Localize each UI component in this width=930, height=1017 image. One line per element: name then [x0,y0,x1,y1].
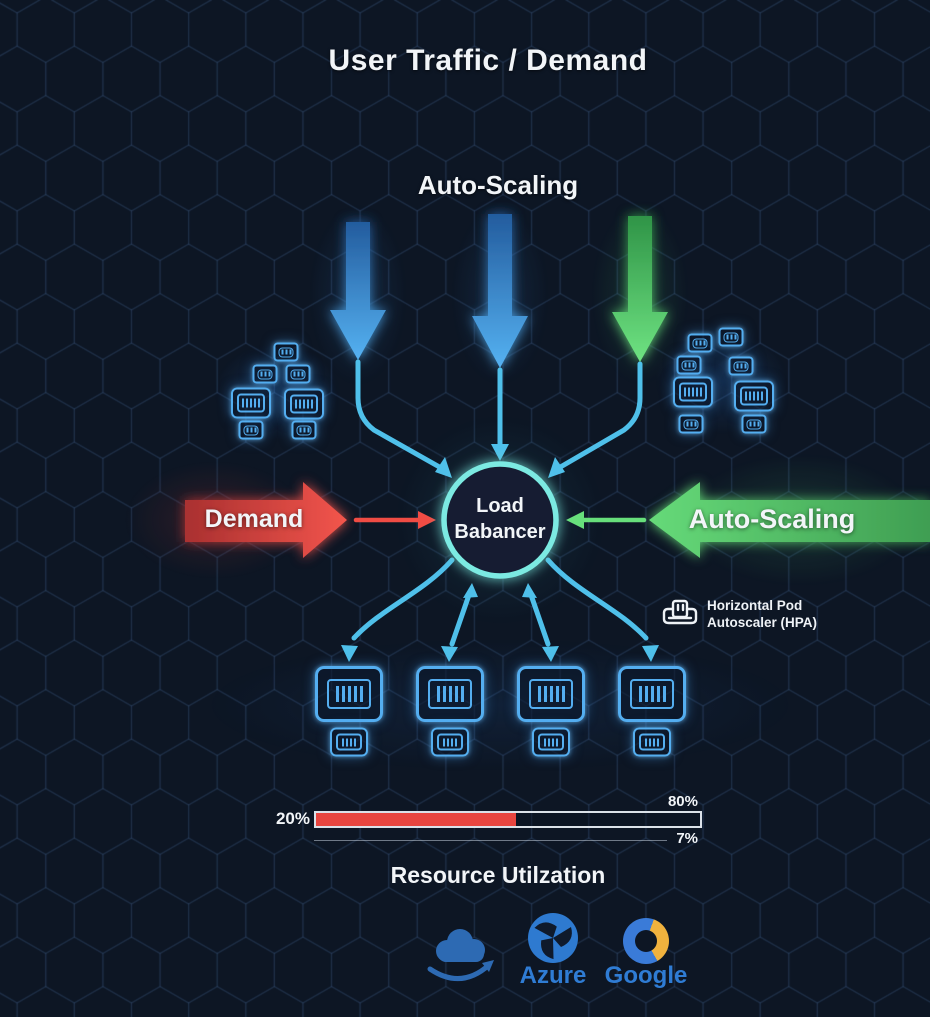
hpa-caption-line2: Autoscaler (HPA) [707,615,818,630]
load-balancer-line1: Load [476,495,524,517]
server-icon-slots [733,361,749,371]
server-icon-slots [683,419,699,429]
auto-scaling-right-label: Auto-Scaling [688,504,856,534]
google-donut-icon [623,918,669,964]
connector-lines-bottom [351,557,649,647]
server-icon-slots [257,369,273,379]
server-icon [728,356,754,376]
server-icon-slots [437,733,463,751]
server-icon-slots [327,679,371,709]
server-icon-slots [290,394,318,414]
server-icon-slots [428,679,472,709]
server-icon [741,414,767,434]
server-icon-slots [529,679,573,709]
azure-label: Azure [519,962,587,989]
server-icon [618,666,686,722]
utilization-title: Resource Utilzation [390,862,606,888]
server-icon [678,414,704,434]
hpa-caption: Horizontal Pod Autoscaler (HPA) [707,597,817,631]
server-icon [315,666,383,722]
server-icon [734,380,774,412]
load-balancer-circle [441,461,559,579]
utilization-fill [316,813,516,826]
traffic-arrow-green [612,216,668,362]
server-icon-slots [692,338,708,348]
load-balancer-label: Load Babancer [454,493,545,545]
server-icon-slots [740,386,768,406]
server-icon-slots [336,733,362,751]
server-icon-slots [290,369,306,379]
hpa-caption-line1: Horizontal Pod [707,598,803,613]
traffic-arrow-blue-left [330,222,386,360]
server-icon-slots [538,733,564,751]
demand-arrow [185,482,347,558]
load-balancer-line2: Babancer [454,521,546,543]
auto-scaling-arrow [649,482,930,558]
server-icon-slots [746,419,762,429]
demand-label: Demand [204,505,304,533]
google-label: Google [604,962,688,989]
utilization-top-right-value: 80% [667,793,698,810]
auto-scaling-top-label: Auto-Scaling [417,170,579,200]
connector-arrowheads-bottom [341,583,659,662]
server-icon [416,666,484,722]
server-icon-slots [278,347,294,357]
server-icon [687,333,713,353]
server-icon [517,666,585,722]
secondary-rule [314,840,667,841]
server-icon [676,355,702,375]
connector-lines-top [355,359,643,472]
server-icon [273,342,299,362]
azure-sphere-icon [528,913,578,963]
demand-thin-arrow [353,511,436,529]
server-icon [718,327,744,347]
utilization-secondary-value: 7% [676,830,698,847]
server-icon [238,420,264,440]
server-icon [633,727,671,757]
server-icon [284,388,324,420]
server-icon [673,376,713,408]
auto-scaling-thin-arrow [566,511,647,529]
server-icon-slots [681,360,697,370]
server-icon-slots [679,382,707,402]
page-title: User Traffic / Demand [328,44,648,77]
server-icon-slots [237,393,265,413]
connector-arrowheads-top [435,444,565,478]
server-icon [330,727,368,757]
server-icon-slots [639,733,665,751]
horizontal-pod-autoscaler-icon [662,599,698,625]
server-icon [532,727,570,757]
google-donut-hole [635,930,657,952]
server-icon-slots [723,332,739,342]
aws-cloud-smile-icon [427,929,494,982]
server-icon [431,727,469,757]
server-icon-slots [243,425,259,435]
traffic-arrow-blue-center [472,214,528,368]
server-icon [252,364,278,384]
utilization-left-value: 20% [275,809,310,828]
server-icon-slots [630,679,674,709]
utilization-bar [314,811,702,828]
server-icon [285,364,311,384]
server-icon-slots [296,425,312,435]
server-icon [231,387,271,419]
server-icon [291,420,317,440]
